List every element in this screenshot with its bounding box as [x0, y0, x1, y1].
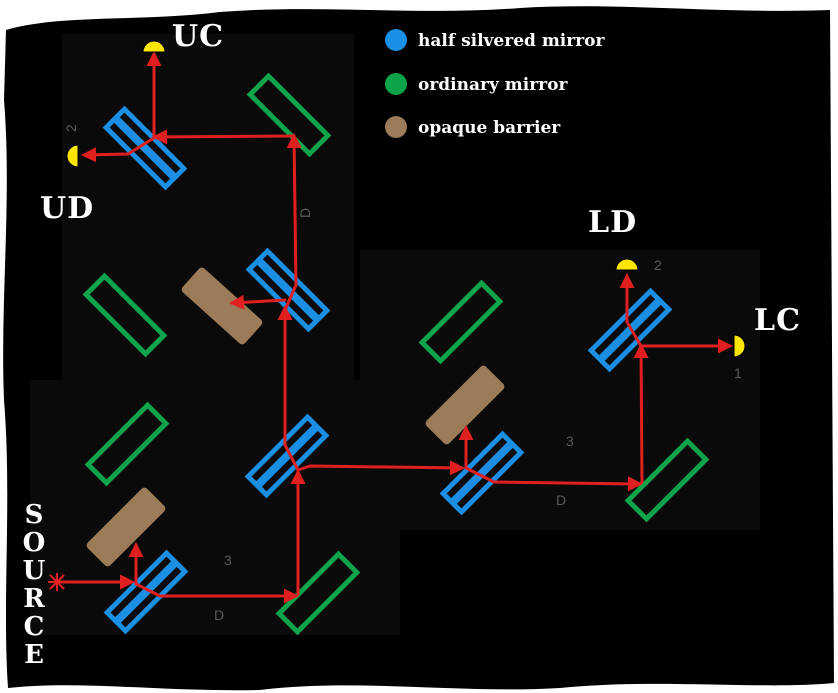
detectors	[66, 40, 746, 358]
path-label-three-right: 3	[566, 433, 574, 449]
source-star-icon	[48, 573, 66, 591]
legend-half-mirror-icon	[385, 29, 407, 51]
beam-center-split-up	[277, 305, 300, 472]
beam-to-ld	[619, 273, 643, 348]
path-label-one-lc: 1	[734, 365, 742, 381]
path-label-d-right: D	[556, 492, 566, 508]
beam-upper-split-up	[283, 133, 302, 312]
legend-ordinary-mirror-icon	[385, 73, 407, 95]
ordinary-mirror-upper-left	[82, 272, 168, 358]
detector-uc-label: UC	[172, 19, 224, 54]
path-label-d-bottom: D	[214, 607, 224, 623]
barrier-upper	[181, 267, 263, 345]
barrier-lower	[86, 487, 166, 567]
opaque-barriers	[86, 267, 505, 567]
detector-ld-label: LD	[588, 205, 637, 240]
barrier-right	[425, 365, 505, 445]
lower-right-panel	[360, 250, 760, 530]
ordinary-mirror-bottom	[275, 550, 361, 636]
legend-half-mirror-label: half silvered mirror	[418, 31, 606, 51]
path-label-two-ud: 2	[63, 124, 79, 132]
legend: half silvered mirror ordinary mirror opa…	[385, 29, 606, 138]
beam-source-across	[134, 582, 299, 604]
beam-right-across	[464, 466, 643, 492]
path-label-two-ld: 2	[654, 257, 662, 273]
beam-center-right	[296, 460, 465, 476]
ordinary-mirror-mid-left	[84, 401, 170, 487]
detector-ud-icon	[66, 144, 79, 168]
legend-barrier-icon	[385, 116, 407, 138]
ordinary-mirror-lower-right	[624, 437, 710, 523]
beam-lower-right-up	[633, 343, 649, 484]
path-label-three-lower: 3	[224, 552, 232, 568]
legend-barrier-label: opaque barrier	[418, 118, 561, 138]
detector-lc-label: LC	[754, 303, 801, 338]
ordinary-mirror-upper-right	[246, 72, 332, 158]
beam-paths	[54, 51, 733, 604]
legend-ordinary-mirror-label: ordinary mirror	[418, 75, 568, 95]
ordinary-mirrors	[82, 72, 710, 636]
detector-ud-label: UD	[40, 191, 94, 226]
path-label-d-top: D	[297, 208, 313, 218]
ordinary-mirror-mid-right	[418, 279, 504, 365]
detector-ld-icon	[615, 258, 639, 271]
detector-uc-icon	[142, 40, 166, 53]
beam-upper-left	[229, 294, 287, 310]
beam-to-ud	[81, 136, 156, 163]
detector-lc-icon	[733, 334, 746, 358]
source-label: SOURCE	[19, 500, 49, 668]
beam-top-left	[152, 129, 296, 145]
